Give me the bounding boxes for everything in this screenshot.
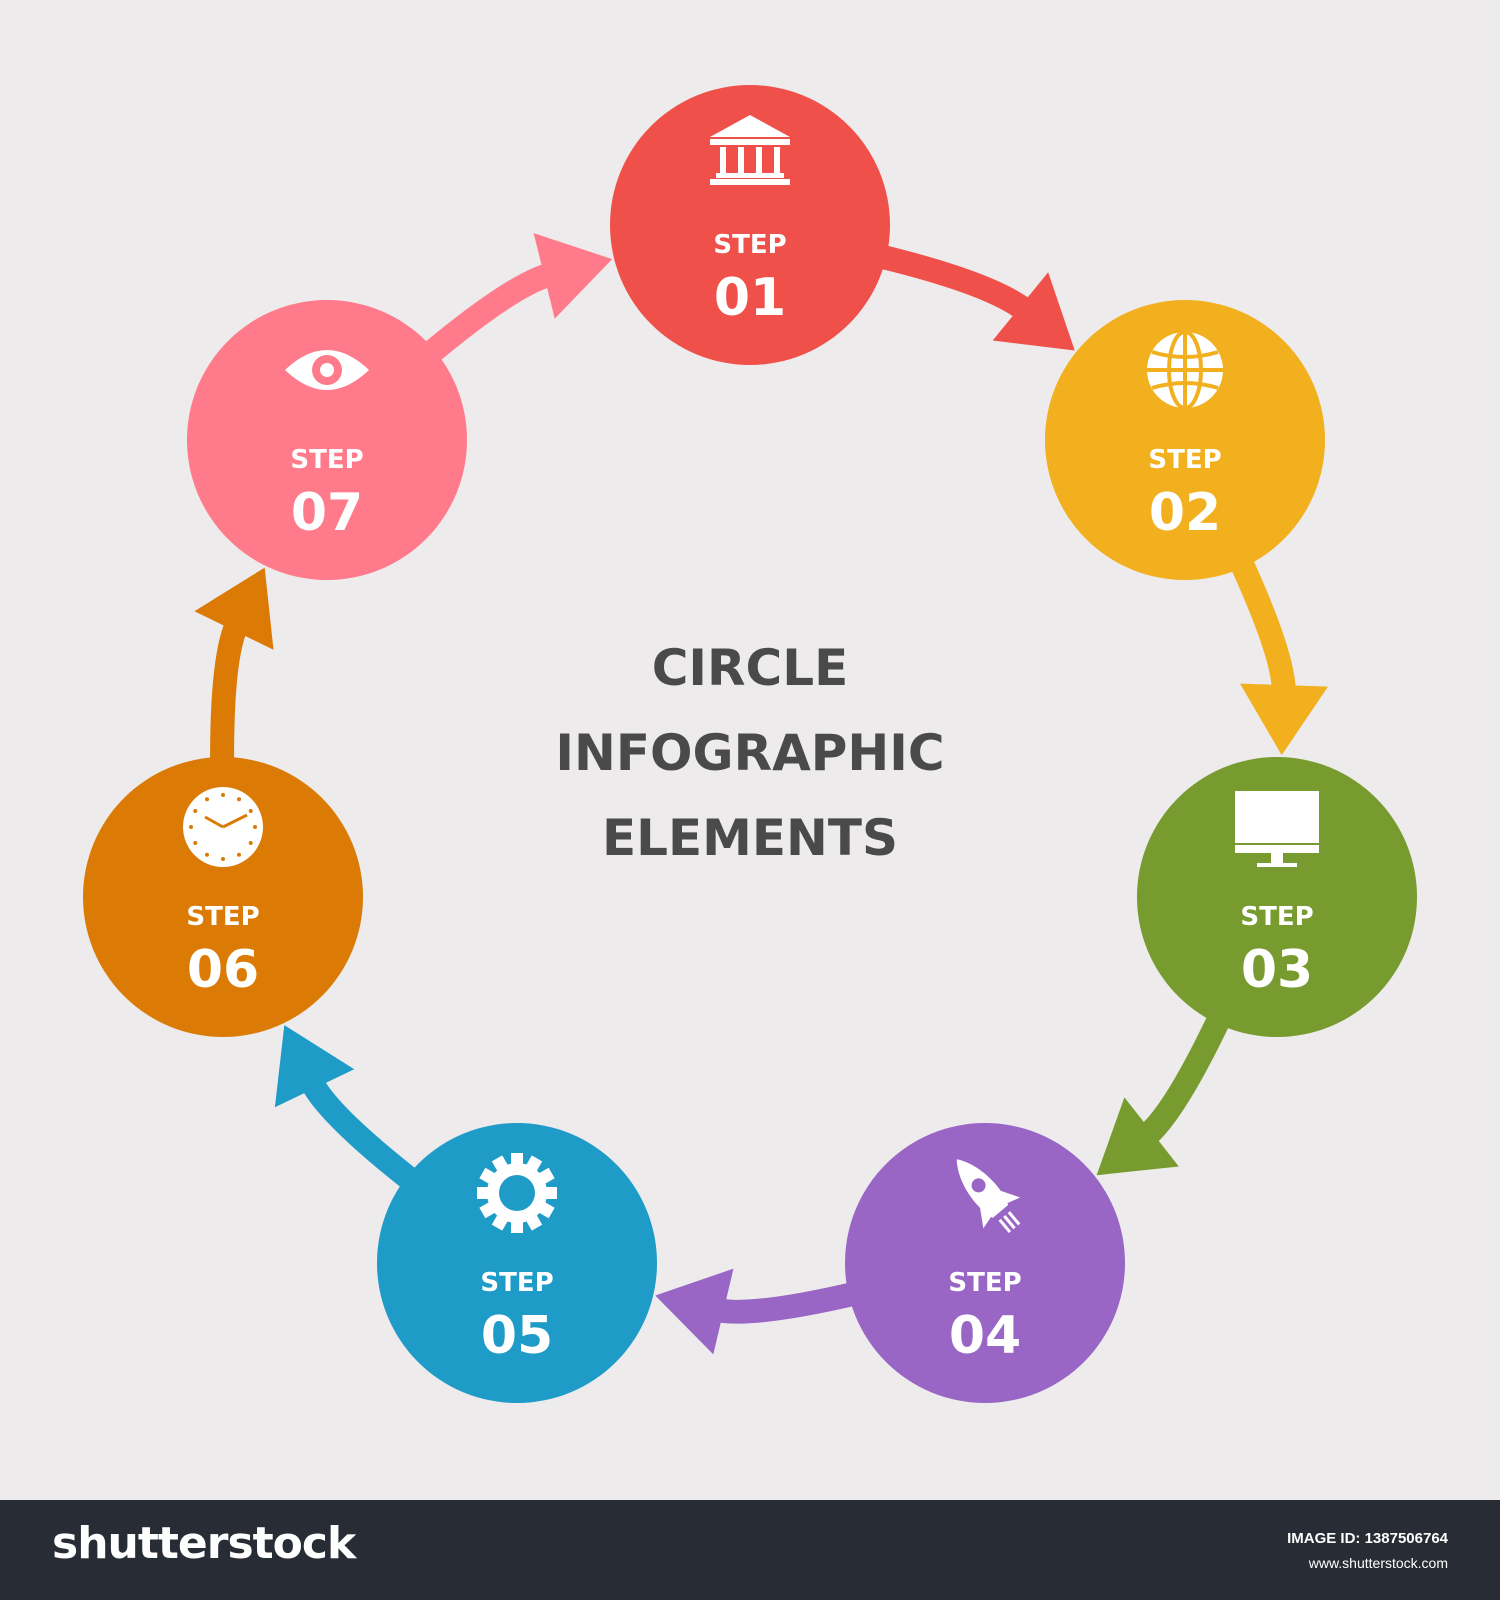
eye-icon	[285, 350, 369, 390]
title-line-2: INFOGRAPHIC	[555, 724, 944, 782]
step-05: STEP 05	[377, 1123, 657, 1403]
bank-icon	[710, 115, 790, 185]
step-label: STEP	[290, 445, 363, 475]
step-01: STEP 01	[610, 85, 890, 365]
arrows-layer	[194, 233, 1328, 1355]
clock-icon	[183, 787, 263, 867]
arrow-step-07-to-01	[418, 233, 613, 366]
footer-bar: shutterstock IMAGE ID: 1387506764 www.sh…	[0, 1500, 1500, 1600]
step-label: STEP	[1148, 445, 1221, 475]
step-circle	[83, 757, 363, 1037]
arrow-step-02-to-03	[1228, 553, 1328, 756]
step-label: STEP	[948, 1268, 1021, 1298]
gear-icon	[477, 1153, 557, 1233]
arrow-step-03-to-04	[1096, 1009, 1233, 1176]
step-circle	[1137, 757, 1417, 1037]
footer-meta: IMAGE ID: 1387506764 www.shutterstock.co…	[1287, 1530, 1448, 1571]
title-line-1: CIRCLE	[652, 639, 849, 697]
monitor-icon	[1235, 791, 1319, 867]
image-id: IMAGE ID: 1387506764	[1287, 1530, 1448, 1547]
circles-layer: STEP01STEP02STEP03STEP04STEP05STEP06STEP…	[83, 85, 1417, 1403]
step-circle	[845, 1123, 1125, 1403]
arrow-step-01-to-02	[873, 243, 1075, 351]
step-circle	[610, 85, 890, 365]
step-label: STEP	[1240, 902, 1313, 932]
arrow-step-04-to-05	[655, 1268, 862, 1355]
step-03: STEP 03	[1137, 757, 1417, 1037]
title-line-3: ELEMENTS	[602, 809, 898, 867]
rocket-icon	[956, 1159, 1021, 1234]
step-circle	[377, 1123, 657, 1403]
diagram-canvas: STEP01STEP02STEP03STEP04STEP05STEP06STEP…	[83, 85, 1417, 1403]
step-number: 07	[291, 483, 363, 543]
step-04: STEP 04	[845, 1123, 1125, 1403]
step-number: 05	[481, 1306, 553, 1366]
step-number: 03	[1241, 940, 1313, 1000]
step-07: STEP 07	[187, 300, 467, 580]
step-label: STEP	[186, 902, 259, 932]
step-number: 02	[1149, 483, 1221, 543]
site-url: www.shutterstock.com	[1308, 1555, 1448, 1571]
arrow-step-06-to-07	[194, 567, 274, 768]
step-label: STEP	[480, 1268, 553, 1298]
step-number: 04	[949, 1306, 1021, 1366]
step-label: STEP	[713, 230, 786, 260]
brand-logo: shutterstock	[52, 1518, 356, 1569]
step-circle	[1045, 300, 1325, 580]
step-06: STEP 06	[83, 757, 363, 1037]
arrow-step-05-to-06	[274, 1025, 423, 1193]
step-number: 06	[187, 940, 259, 1000]
step-02: STEP 02	[1045, 300, 1325, 580]
step-number: 01	[714, 268, 786, 328]
step-circle	[187, 300, 467, 580]
globe-icon	[1147, 330, 1223, 410]
